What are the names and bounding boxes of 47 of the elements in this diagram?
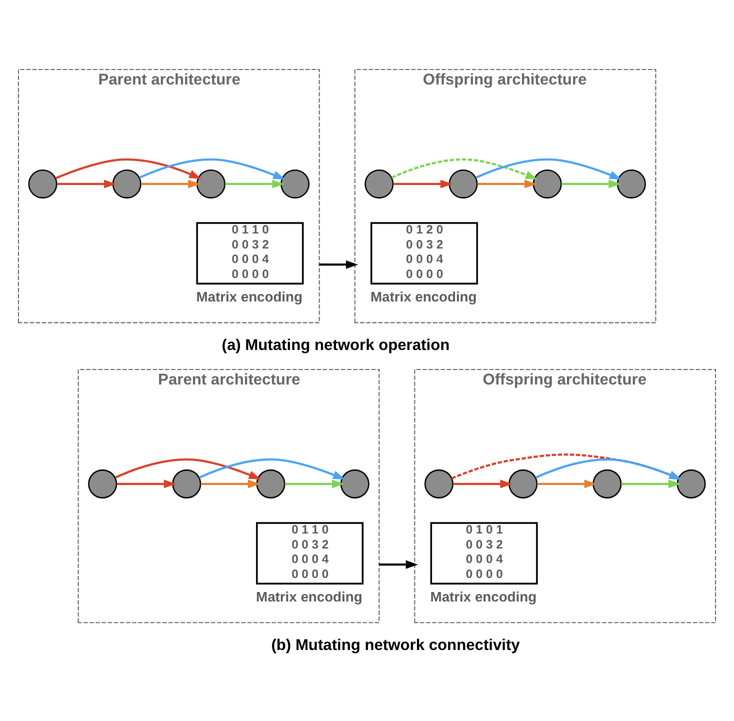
arrow [475,158,622,179]
arrow [391,158,538,179]
arrow [477,179,537,188]
node-circle [196,168,226,198]
label: (a) Mutating network operation [222,336,450,354]
node-circle [364,168,394,198]
node-circle [676,468,706,498]
arrow [225,179,284,188]
node-circle [88,468,118,498]
node-circle [592,468,622,498]
node-box: 0 1 1 0 0 0 3 2 0 0 0 4 0 0 0 0 [196,222,304,284]
node-circle [256,468,286,498]
node-circle [616,168,646,198]
node-circle [172,468,202,498]
arrow [116,479,176,488]
node-label: Matrix encoding [256,588,362,604]
label: (b) Mutating network connectivity [271,636,520,654]
arrow [198,458,346,479]
node-box: 0 1 2 0 0 0 3 2 0 0 0 4 0 0 0 0 [370,222,478,284]
node-circle [112,168,142,198]
arrow [114,458,261,479]
arrow [139,158,286,179]
arrow [535,458,682,479]
arrow [393,179,453,188]
node-label: Matrix encoding [430,588,537,604]
node-circle [532,168,562,198]
arrow [140,179,200,188]
node-circle [280,168,310,198]
node-circle [448,168,478,198]
node-label: Matrix encoding [370,288,477,304]
node-circle [28,168,58,198]
arrow [56,179,116,188]
node-box: 0 1 0 1 0 0 3 2 0 0 0 4 0 0 0 0 [430,522,538,584]
node-circle [424,468,454,498]
arrow [453,479,512,488]
arrow [537,479,596,488]
node-box: 0 1 1 0 0 0 3 2 0 0 0 4 0 0 0 0 [256,522,364,584]
node-circle [340,468,370,498]
arrow [55,158,202,179]
arrow [621,479,681,488]
node-circle [508,468,538,498]
arrow [379,560,418,568]
arrow [200,479,260,488]
arrow [319,260,358,268]
arrow [561,179,621,188]
node-label: Matrix encoding [196,288,302,304]
arrow [284,479,344,488]
